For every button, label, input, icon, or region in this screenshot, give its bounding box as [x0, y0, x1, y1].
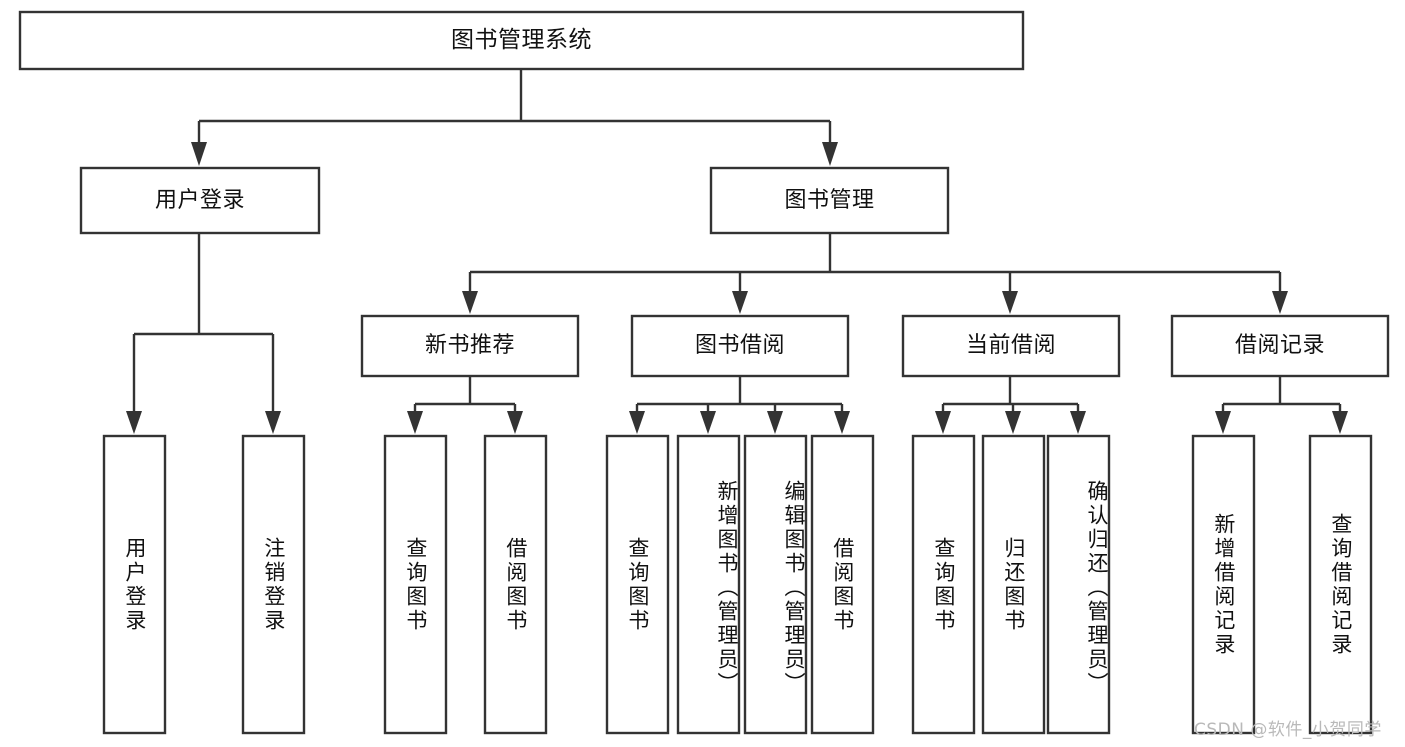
node-box-borrow-record[interactable]: [1170, 314, 1390, 378]
node-box-leaf-edit-book[interactable]: [743, 434, 808, 735]
node-box-new-book-rec[interactable]: [360, 314, 580, 378]
connector-borrowrecord-to-leaves: [1215, 376, 1348, 434]
node-box-leaf-logout[interactable]: [241, 434, 306, 735]
node-box-leaf-borrow-book-1[interactable]: [483, 434, 548, 735]
arrow-head-borrow-record: [1272, 291, 1288, 314]
arrow-head-leaf-query-book-3: [935, 411, 951, 434]
arrow-head-leaf-borrow-book-2: [834, 411, 850, 434]
arrow-head-leaf-query-book-1: [407, 411, 423, 434]
arrow-head-leaf-user-login: [126, 411, 142, 434]
arrow-head-leaf-confirm-return: [1070, 411, 1086, 434]
arrow-head-book-borrow: [732, 291, 748, 314]
node-box-current-borrow[interactable]: [901, 314, 1121, 378]
arrow-head-new-book-rec: [462, 291, 478, 314]
node-box-leaf-query-book-1[interactable]: [383, 434, 448, 735]
arrow-head-leaf-edit-book: [767, 411, 783, 434]
arrow-head-leaf-borrow-book-1: [507, 411, 523, 434]
node-box-leaf-query-book-3[interactable]: [911, 434, 976, 735]
connector-root-to-level2: [191, 69, 838, 166]
node-box-book-borrow[interactable]: [630, 314, 850, 378]
arrow-head-user-login: [191, 142, 207, 166]
arrow-head-leaf-query-record: [1332, 411, 1348, 434]
node-box-leaf-return-book[interactable]: [981, 434, 1046, 735]
node-box-leaf-query-record[interactable]: [1308, 434, 1373, 735]
arrow-head-leaf-add-record: [1215, 411, 1231, 434]
csdn-watermark: CSDN @软件_小贺同学: [1194, 720, 1382, 740]
node-box-leaf-query-book-2[interactable]: [605, 434, 670, 735]
connector-bookborrow-to-leaves: [629, 376, 850, 434]
connector-userlogin-to-leaves: [126, 233, 281, 434]
arrow-head-book-manage: [822, 142, 838, 166]
node-box-leaf-user-login[interactable]: [102, 434, 167, 735]
node-box-leaf-add-book[interactable]: [676, 434, 741, 735]
node-box-leaf-confirm-return[interactable]: [1046, 434, 1111, 735]
connector-bookmanage-to-level3: [462, 233, 1288, 314]
node-box-leaf-add-record[interactable]: [1191, 434, 1256, 735]
arrow-head-leaf-query-book-2: [629, 411, 645, 434]
arrow-head-leaf-return-book: [1005, 411, 1021, 434]
arrow-head-leaf-logout: [265, 411, 281, 434]
node-box-leaf-borrow-book-2[interactable]: [810, 434, 875, 735]
arrow-head-current-borrow: [1002, 291, 1018, 314]
connector-newbookrec-to-leaves: [407, 376, 523, 434]
connector-currentborrow-to-leaves: [935, 376, 1086, 434]
node-box-root[interactable]: [18, 10, 1025, 71]
node-box-book-manage[interactable]: [709, 166, 950, 235]
arrow-head-leaf-add-book: [700, 411, 716, 434]
node-box-user-login[interactable]: [79, 166, 321, 235]
